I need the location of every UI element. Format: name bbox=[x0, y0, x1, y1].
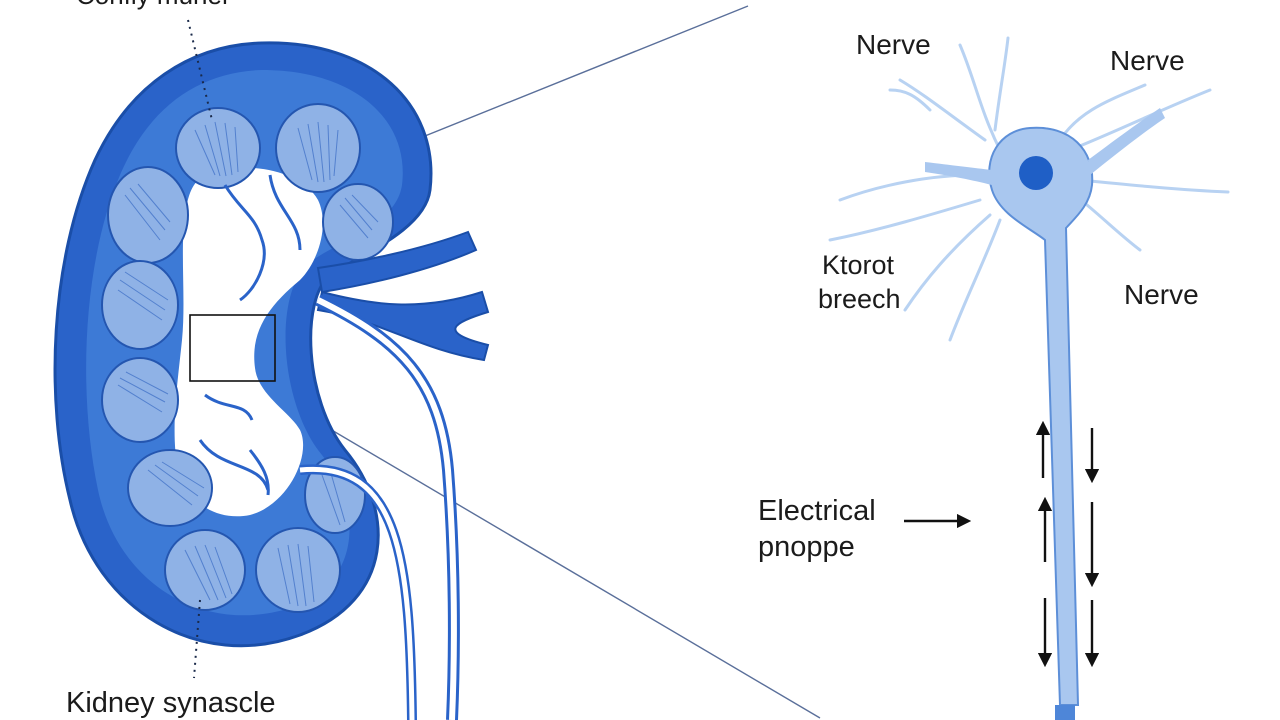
label-electrical-line2: pnoppe bbox=[758, 531, 855, 563]
label-motor-line1: Ktorot bbox=[822, 250, 895, 280]
pyramid-6 bbox=[101, 357, 179, 443]
neuron-cell-body bbox=[988, 126, 1094, 706]
axon-signal-arrows bbox=[904, 420, 1100, 668]
axon-process-right bbox=[1088, 108, 1165, 175]
renal-sinus bbox=[174, 167, 323, 517]
neuron-nucleus bbox=[1019, 156, 1053, 190]
pyramid-2 bbox=[275, 103, 361, 193]
pyramid-4 bbox=[107, 166, 189, 264]
renal-calyces bbox=[198, 174, 302, 496]
kidney bbox=[53, 19, 490, 720]
zoom-box bbox=[189, 314, 276, 382]
label-electrical-line1: Electrical bbox=[758, 495, 876, 527]
zoom-connector-lines bbox=[273, 5, 821, 719]
label-nerve-2: Nerve bbox=[1110, 45, 1185, 76]
label-nerve-3: Nerve bbox=[1124, 279, 1199, 310]
renal-vein bbox=[316, 230, 478, 294]
labels: Confly muner Kidney synascle Nerve Nerve… bbox=[66, 0, 1199, 719]
label-nerve-1: Nerve bbox=[856, 29, 931, 60]
neuron bbox=[828, 36, 1230, 720]
label-motor-line2: breech bbox=[818, 284, 901, 314]
renal-artery bbox=[316, 290, 490, 362]
axon-process-left bbox=[925, 162, 992, 185]
connector-lower bbox=[273, 395, 821, 719]
axon-terminal bbox=[1055, 705, 1075, 720]
top-leader-line bbox=[187, 19, 213, 121]
label-kidney: Kidney synascle bbox=[66, 687, 276, 719]
connector-upper bbox=[409, 5, 749, 143]
renal-vessels bbox=[299, 230, 490, 720]
pyramid-3 bbox=[322, 183, 394, 261]
pyramid-striations bbox=[117, 121, 379, 607]
pyramid-1 bbox=[175, 107, 261, 189]
label-top-cut: Confly muner bbox=[76, 0, 231, 10]
pyramid-9 bbox=[255, 527, 341, 613]
